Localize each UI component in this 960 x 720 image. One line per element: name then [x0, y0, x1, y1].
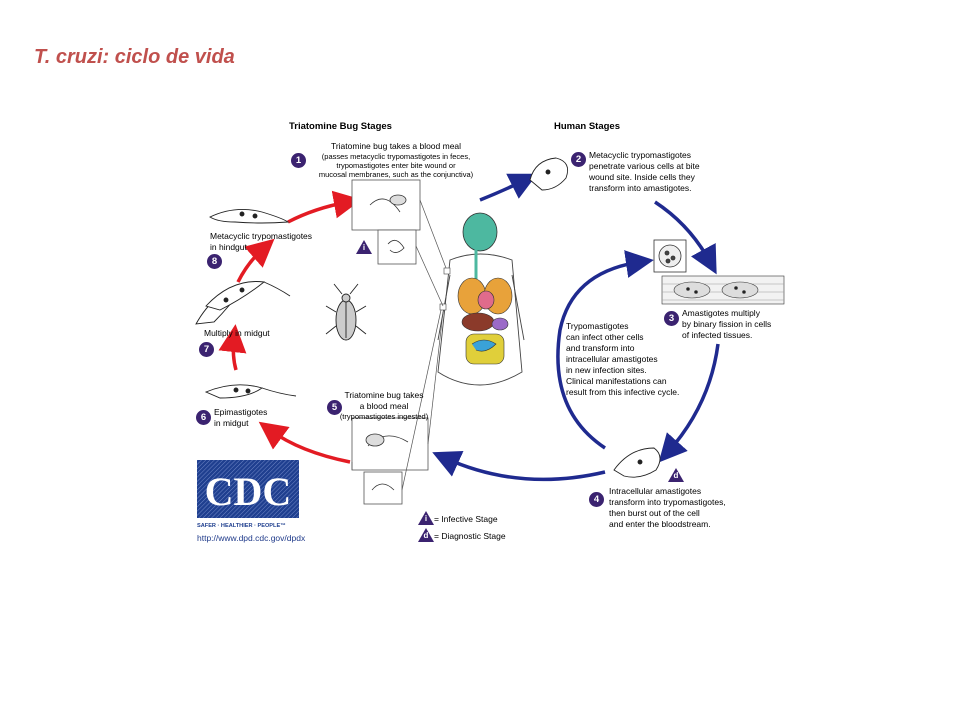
arrow-3-to-4: [658, 343, 720, 463]
center-note-line-7: result from this infective cycle.: [566, 387, 680, 397]
stage-5-line-1: Triatomine bug takes: [344, 390, 424, 400]
blue-arrows: [432, 173, 720, 482]
stage-1-detail-3: mucosal membranes, such as the conjuncti…: [318, 170, 474, 179]
stage-1-detail-2: trypomastigotes enter bite wound or: [336, 161, 456, 170]
diagnostic-marker-label: d: [673, 471, 679, 480]
cdc-logo: CDC SAFER · HEALTHIER · PEOPLE™: [197, 460, 299, 530]
stage-3-line-3: of infected tissues.: [682, 330, 753, 340]
center-note-line-5: in new infection sites.: [566, 365, 647, 375]
slide-title: T. cruzi: ciclo de vida: [34, 46, 235, 68]
stage-2-line-2: penetrate various cells at bite: [589, 161, 700, 171]
stage-number-4: 4: [589, 492, 604, 507]
arrow-8-to-1: [287, 190, 362, 224]
stage-3-line-1: Amastigotes multiply: [682, 308, 760, 318]
arrow-2-to-3: [654, 200, 717, 275]
stage-7-line-1: Multiply in midgut: [204, 328, 270, 338]
center-note-line-1: Trypomastigotes: [566, 321, 629, 331]
center-note-line-6: Clinical manifestations can: [566, 376, 667, 386]
legend-diagnostic-icon: d: [418, 528, 434, 542]
infective-marker-label: i: [362, 243, 366, 252]
stage-4-line-3: then burst out of the cell: [609, 508, 700, 518]
infected-tissue: [661, 275, 785, 305]
stage-6-line-1: Epimastigotes: [214, 407, 268, 417]
stage-number-2: 2: [571, 152, 586, 167]
stage-6-line-2: in midgut: [214, 418, 249, 428]
stage-number-3: 3: [664, 311, 679, 326]
legend-diagnostic-label: = Diagnostic Stage: [434, 531, 506, 541]
stage-number-6: 6: [196, 410, 211, 425]
center-note-line-4: intracellular amastigotes: [566, 354, 658, 364]
bite-inset-5: [351, 417, 429, 505]
stage-2-line-1: Metacyclic trypomastigotes: [589, 150, 692, 160]
stage-3-line-2: by binary fission in cells: [682, 319, 772, 329]
stage-4-line-4: and enter the bloodstream.: [609, 519, 711, 529]
arrow-5-to-6: [258, 421, 351, 464]
parasite-metacyclic-human: [529, 157, 569, 191]
connector-lines: [351, 199, 447, 491]
bite-inset-1: [351, 179, 421, 265]
arrow-inner-cycle: [556, 250, 654, 450]
parasite-trypomastigote-blood: [613, 447, 661, 478]
legend-infective-label: = Infective Stage: [434, 514, 498, 524]
cdc-tagline: SAFER · HEALTHIER · PEOPLE™: [197, 523, 286, 529]
triatomine-bug-illustration: [325, 283, 367, 341]
infective-stage-marker: i: [356, 240, 372, 254]
diagnostic-stage-marker: d: [668, 468, 684, 482]
center-note-line-2: can infect other cells: [566, 332, 644, 342]
cdc-logo-text: CDC: [205, 469, 292, 514]
arrow-6-to-7: [218, 324, 247, 371]
cdc-url-link[interactable]: http://www.dpd.cdc.gov/dpdx: [197, 533, 306, 543]
stage-number-1: 1: [291, 153, 306, 168]
stage-5-detail: (trypomastigotes ingested): [339, 412, 429, 421]
parasite-multiply-midgut: [195, 281, 291, 325]
parasite-metacyclic-hindgut: [209, 208, 290, 224]
stage-2-line-4: transform into amastigotes.: [589, 183, 692, 193]
stage-8-line-1: Metacyclic trypomastigotes: [210, 231, 313, 241]
stage-4-line-2: transform into trypomastigotes,: [609, 497, 726, 507]
stage-1-detail-1: (passes metacyclic trypomastigotes in fe…: [321, 152, 471, 161]
stage-2-line-3: wound site. Inside cells they: [589, 172, 695, 182]
human-stages-header: Human Stages: [554, 121, 620, 132]
arrow-4-to-5: [432, 451, 606, 482]
legend-infective-symbol: i: [424, 514, 428, 523]
legend-diagnostic-symbol: d: [423, 531, 429, 540]
red-arrows: [218, 190, 362, 464]
amastigote-cell-inset: [653, 239, 687, 273]
stage-4-line-1: Intracellular amastigotes: [609, 486, 702, 496]
arrow-1-to-2: [479, 173, 538, 202]
arrow-7-to-8: [236, 238, 275, 283]
stage-8-line-2: in hindgut: [210, 242, 247, 252]
stage-number-8: 8: [207, 254, 222, 269]
center-note-line-3: and transform into: [566, 343, 635, 353]
human-figure-illustration: [437, 212, 525, 386]
bug-stages-header: Triatomine Bug Stages: [289, 121, 392, 132]
stage-number-7: 7: [199, 342, 214, 357]
stage-1-title: Triatomine bug takes a blood meal: [330, 141, 462, 151]
parasite-epimastigotes: [204, 384, 297, 399]
legend-infective-icon: i: [418, 511, 434, 525]
stage-number-5: 5: [327, 400, 342, 415]
stage-5-line-2: a blood meal: [359, 401, 409, 411]
